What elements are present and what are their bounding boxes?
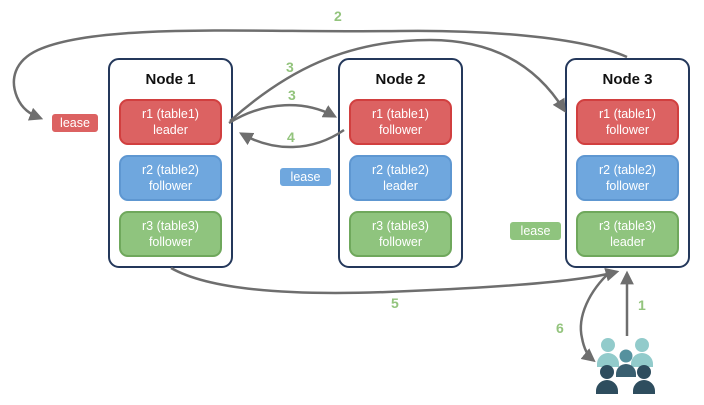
replica-role: follower (148, 235, 193, 249)
arrow-step-6 (579, 270, 612, 363)
node-3-title: Node 3 (602, 71, 653, 88)
node-3-replica-r2: r2 (table2) follower (576, 155, 679, 201)
lease-badge-table2: lease (278, 166, 333, 188)
lease-badge-table3: lease (508, 220, 563, 242)
replica-name: r1 (table1) (372, 106, 429, 121)
step-label-5: 5 (391, 295, 399, 311)
node-2: Node 2 r1 (table1) follower r2 (table2) … (338, 58, 463, 268)
replica-name: r3 (table3) (142, 218, 199, 233)
replica-name: r2 (table2) (372, 162, 429, 177)
step-label-2: 2 (334, 8, 342, 24)
replica-name: r1 (table1) (142, 106, 199, 121)
replica-role: leader (610, 235, 645, 249)
replica-role: leader (153, 123, 188, 137)
step-label-3a: 3 (286, 59, 294, 75)
user-back-left-icon (597, 338, 619, 367)
replica-role: follower (148, 179, 193, 193)
node-2-title: Node 2 (375, 71, 426, 88)
user-back-right-icon (631, 338, 653, 367)
node-3-replica-r1: r1 (table1) follower (576, 99, 679, 145)
node-2-replica-r2: r2 (table2) leader (349, 155, 452, 201)
replica-role: follower (378, 235, 423, 249)
replica-name: r3 (table3) (599, 218, 656, 233)
node-1-title: Node 1 (145, 71, 196, 88)
replica-role: leader (383, 179, 418, 193)
node-3: Node 3 r1 (table1) follower r2 (table2) … (565, 58, 690, 268)
step-label-1: 1 (638, 297, 646, 313)
node-1-replica-r1: r1 (table1) leader (119, 99, 222, 145)
replica-role: follower (605, 123, 650, 137)
arrow-step-2 (12, 29, 628, 121)
replica-name: r2 (table2) (142, 162, 199, 177)
step-label-6: 6 (556, 320, 564, 336)
replica-role: follower (605, 179, 650, 193)
lease-badge-table1: lease (50, 112, 100, 134)
replica-name: r1 (table1) (599, 106, 656, 121)
node-1: Node 1 r1 (table1) leader r2 (table2) fo… (108, 58, 233, 268)
step-label-3b: 3 (288, 87, 296, 103)
node-2-replica-r3: r3 (table3) follower (349, 211, 452, 257)
node-2-replica-r1: r1 (table1) follower (349, 99, 452, 145)
replica-role: follower (378, 123, 423, 137)
user-middle-icon (616, 349, 636, 377)
replica-name: r3 (table3) (372, 218, 429, 233)
node-3-replica-r3: r3 (table3) leader (576, 211, 679, 257)
arrow-step-5 (170, 266, 620, 295)
users-group-icon (596, 338, 655, 394)
step-label-4: 4 (287, 129, 295, 145)
user-front-right-icon (633, 365, 655, 394)
node-1-replica-r2: r2 (table2) follower (119, 155, 222, 201)
arrow-step-3-to-node2 (228, 103, 338, 125)
replica-name: r2 (table2) (599, 162, 656, 177)
user-front-left-icon (596, 365, 618, 394)
node-1-replica-r3: r3 (table3) follower (119, 211, 222, 257)
